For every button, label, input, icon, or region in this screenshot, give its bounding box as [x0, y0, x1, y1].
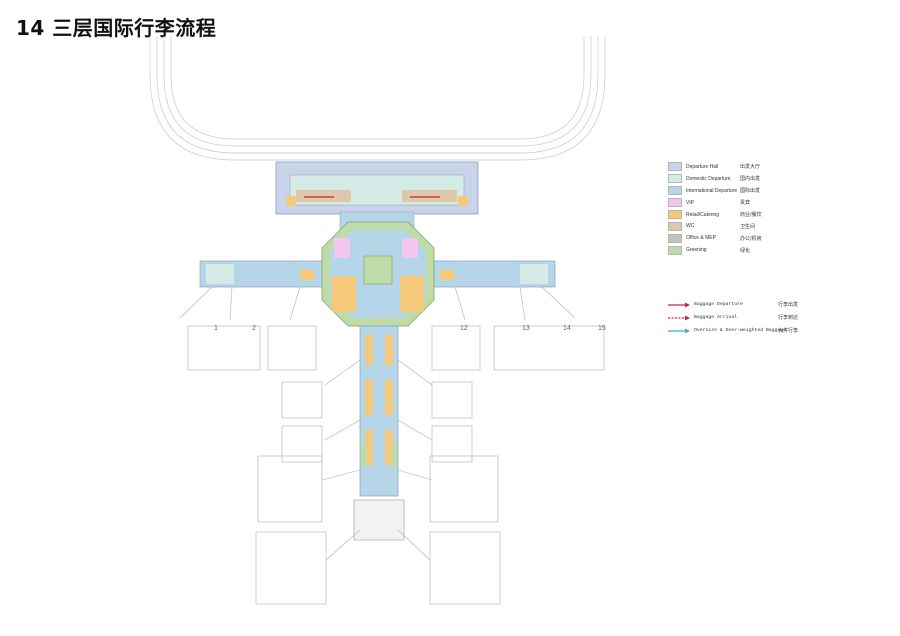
flow-label-cn: 大件行李 [778, 328, 799, 334]
flow-label-cn: 行李出发 [778, 302, 799, 308]
gate-label: 2 [252, 325, 256, 332]
legend-label-cn: 绿化 [740, 247, 751, 254]
flow-label-en: Baggage Departure [694, 302, 743, 307]
flow-arrow-icon [668, 328, 690, 333]
legend-swatch [668, 162, 682, 172]
legend-label-en: WC [686, 223, 695, 230]
legend-label-en: Domestic Departure [686, 175, 731, 182]
flow-label-cn: 行李到达 [778, 315, 799, 321]
gate-label: 13 [522, 325, 530, 332]
legend-swatch [668, 174, 682, 184]
legend-label-en: Greening [686, 247, 707, 254]
gate-label: 15 [598, 325, 606, 332]
flow-arrow-icon [668, 302, 690, 307]
legend-item: Greening 绿化 [668, 244, 788, 256]
legend-swatch [668, 245, 682, 255]
flow-legend: Baggage Departure 行李出发 Baggage Arrival 行李到达… [668, 298, 808, 337]
gate-label: 12 [460, 325, 468, 332]
legend-label-en: Office & MEP [686, 235, 716, 242]
legend-item: WC 卫生间 [668, 220, 788, 232]
area-legend: Departure Hall 出发大厅 Domestic Departure 国内出发… [668, 161, 788, 256]
flow-label-en: Oversize & Over-weighted Baggage [694, 328, 787, 333]
legend-swatch [668, 186, 682, 196]
gate-numbers: 1 2 12 13 14 15 [214, 325, 606, 332]
legend-item: Domestic Departure 国内出发 [668, 173, 788, 185]
gate-label: 1 [214, 325, 218, 332]
legend-item: Office & MEP 办公/机房 [668, 232, 788, 244]
flow-label-en: Baggage Arrival [694, 315, 738, 320]
legend-item: Departure Hall 出发大厅 [668, 161, 788, 173]
legend-label-en: Retail/Catering [686, 211, 720, 218]
legend-item: VIP 贵宾 [668, 197, 788, 209]
legend-label-cn: 办公/机房 [740, 235, 762, 242]
gate-label: 14 [563, 325, 571, 332]
flow-item: Baggage Departure 行李出发 [668, 298, 808, 311]
landside-roadway [149, 36, 606, 161]
legend-label-cn: 卫生间 [740, 223, 756, 230]
legend-label-en: International Departure [686, 187, 738, 194]
page-title: 14 三层国际行李流程 [16, 16, 217, 40]
legend-swatch [668, 198, 682, 208]
legend-label-en: VIP [686, 199, 695, 206]
central-hub [321, 221, 435, 327]
legend-label-cn: 国内出发 [740, 176, 761, 183]
flow-item: Baggage Arrival 行李到达 [668, 311, 808, 324]
legend-item: Retail/Catering 商业/餐饮 [668, 209, 788, 221]
flow-arrow-icon [668, 315, 690, 320]
terminal-building [275, 161, 479, 231]
aircraft-stands [179, 286, 605, 605]
legend-label-en: Departure Hall [686, 163, 719, 170]
legend-swatch [668, 221, 682, 231]
legend-label-cn: 出发大厅 [740, 164, 761, 171]
legend-swatch [668, 210, 682, 219]
south-pier [353, 325, 405, 541]
legend-label-cn: 贵宾 [740, 200, 751, 207]
legend-label-cn: 商业/餐饮 [740, 212, 762, 218]
legend-swatch [668, 233, 682, 243]
legend-label-cn: 国际出发 [740, 188, 761, 195]
